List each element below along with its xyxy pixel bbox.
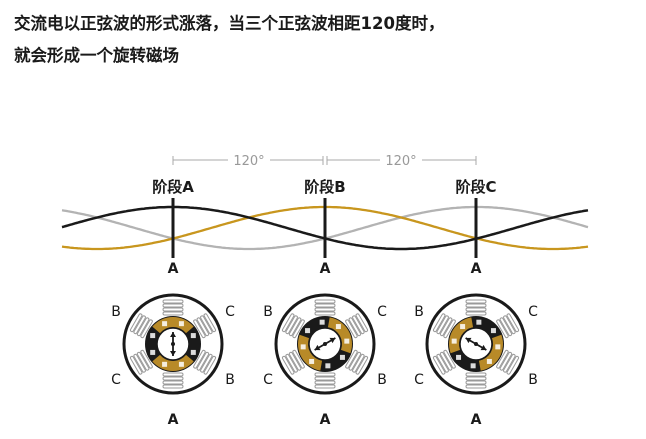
stator-coil (496, 349, 520, 375)
pole-label-upper-left: B (111, 304, 121, 320)
stator-coil (281, 349, 305, 375)
stator-coil (465, 372, 487, 389)
stator-coil (496, 313, 520, 339)
pole-label-top: A (471, 261, 482, 277)
pole-label-upper-left: B (414, 304, 424, 320)
motor-phase-b: A A B C C B (263, 261, 387, 428)
stator-coil (345, 313, 369, 339)
arrow-head (465, 337, 472, 344)
pole-label-bottom: A (168, 412, 179, 428)
title-line-2: 就会形成一个旋转磁场 (14, 46, 179, 65)
pole-label-upper-right: C (528, 304, 538, 320)
title-line-1: 交流电以正弦波的形式涨落，当三个正弦波相距120度时， (14, 14, 445, 33)
pole-label-bottom: A (471, 412, 482, 428)
pole-label-lower-right: B (528, 372, 538, 388)
phase-label-c: 阶段C (455, 178, 496, 196)
pole-label-upper-right: C (377, 304, 387, 320)
stator-coil (465, 299, 487, 316)
pole-label-lower-right: B (225, 372, 235, 388)
stator-coil (345, 349, 369, 375)
pole-label-upper-right: C (225, 304, 235, 320)
spacing-label-ab: 120° (233, 154, 264, 169)
arrow-head (170, 332, 176, 337)
phase-spacing-dimension: 120° 120° (172, 154, 477, 169)
stator-coil (162, 299, 184, 316)
pole-label-top: A (320, 261, 331, 277)
stator-coil (281, 313, 305, 339)
arrow-tail (170, 351, 176, 356)
stator-coil (314, 299, 336, 316)
pole-label-lower-left: C (414, 372, 424, 388)
stator-coil (129, 313, 153, 339)
stator-coil (432, 313, 456, 339)
pole-label-bottom: A (320, 412, 331, 428)
pole-label-lower-left: C (263, 372, 273, 388)
stator-coil (193, 313, 217, 339)
pole-label-lower-right: B (377, 372, 387, 388)
pole-label-upper-left: B (263, 304, 273, 320)
stator-coil (432, 349, 456, 375)
stator-coil (129, 349, 153, 375)
pole-label-lower-left: C (111, 372, 121, 388)
arrow-head (329, 337, 336, 344)
motor-phase-a: A A B C C B (111, 261, 235, 428)
spacing-label-bc: 120° (385, 154, 416, 169)
stator-coil (162, 372, 184, 389)
stator-coil (314, 372, 336, 389)
stator-coil (193, 349, 217, 375)
phase-label-b: 阶段B (304, 178, 345, 196)
rotor (145, 316, 201, 372)
arrow-tail (480, 344, 487, 351)
motor-phase-c: A A B C C B (414, 261, 538, 428)
pole-label-top: A (168, 261, 179, 277)
arrow-tail (314, 344, 321, 351)
phase-label-a: 阶段A (152, 178, 194, 196)
